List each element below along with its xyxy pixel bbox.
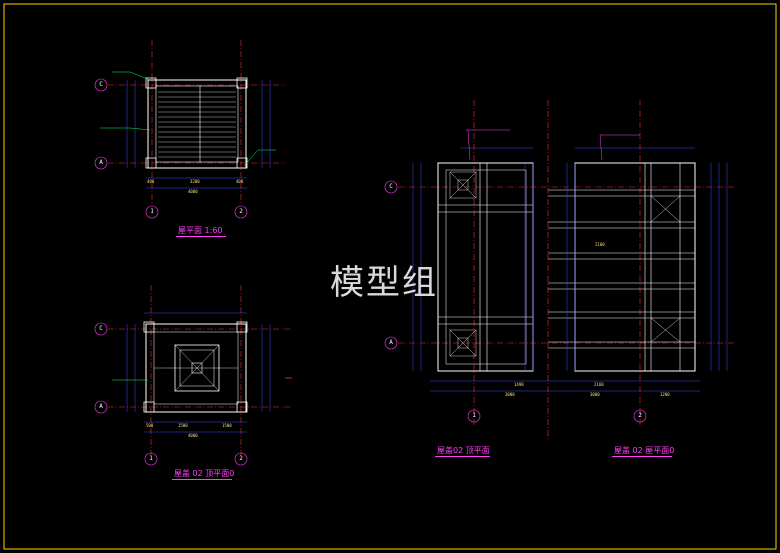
dimension-text: 400 [147, 179, 155, 184]
plan-top-left [94, 40, 285, 219]
title-underline [172, 479, 232, 480]
title-underline [435, 456, 490, 457]
grid-label-c: C [389, 183, 393, 190]
watermark-text: 模型组 [330, 263, 438, 303]
dimension-text: 3200 [190, 179, 200, 184]
grid-label-a: A [99, 159, 103, 166]
dimension-text: 400 [236, 179, 244, 184]
grid-label-c: C [99, 81, 103, 88]
grid-label-2: 2 [239, 455, 243, 462]
dimension-text: 4000 [188, 433, 198, 438]
grid-label-1: 1 [149, 455, 153, 462]
title-underline [176, 236, 226, 237]
plan-bottom-left [94, 285, 292, 466]
sheet-frame [3, 3, 777, 550]
plan-right [384, 100, 735, 440]
dimension-text: 1200 [660, 392, 670, 397]
dimension-text: 3000 [505, 392, 515, 397]
grid-label-a: A [389, 339, 393, 346]
grid-label-1: 1 [150, 208, 154, 215]
dimension-text: 500 [146, 423, 154, 428]
dimension-text: 1490 [514, 382, 524, 387]
dimension-text: 1500 [222, 423, 232, 428]
grid-label-a: A [99, 403, 103, 410]
dimension-text: 1500 [178, 423, 188, 428]
title-underline [612, 456, 672, 457]
drawing-title-right-left: 屋盖02 顶平面 [437, 446, 490, 455]
dimension-text: 2160 [594, 382, 604, 387]
drawing-title-bottom-left: 屋盖 02 顶平面0 [174, 469, 235, 478]
drawing-title-right-right: 屋盖 02 屋平面0 [614, 446, 675, 455]
grid-label-1: 1 [472, 412, 476, 419]
drawing-title-top-left: 屋平面 1:60 [178, 226, 223, 235]
grid-label-c: C [99, 325, 103, 332]
grid-label-2: 2 [638, 412, 642, 419]
dimension-text: 2100 [595, 242, 605, 247]
dimension-text: 4000 [188, 189, 198, 194]
grid-label-2: 2 [239, 208, 243, 215]
dimension-text: 3000 [590, 392, 600, 397]
